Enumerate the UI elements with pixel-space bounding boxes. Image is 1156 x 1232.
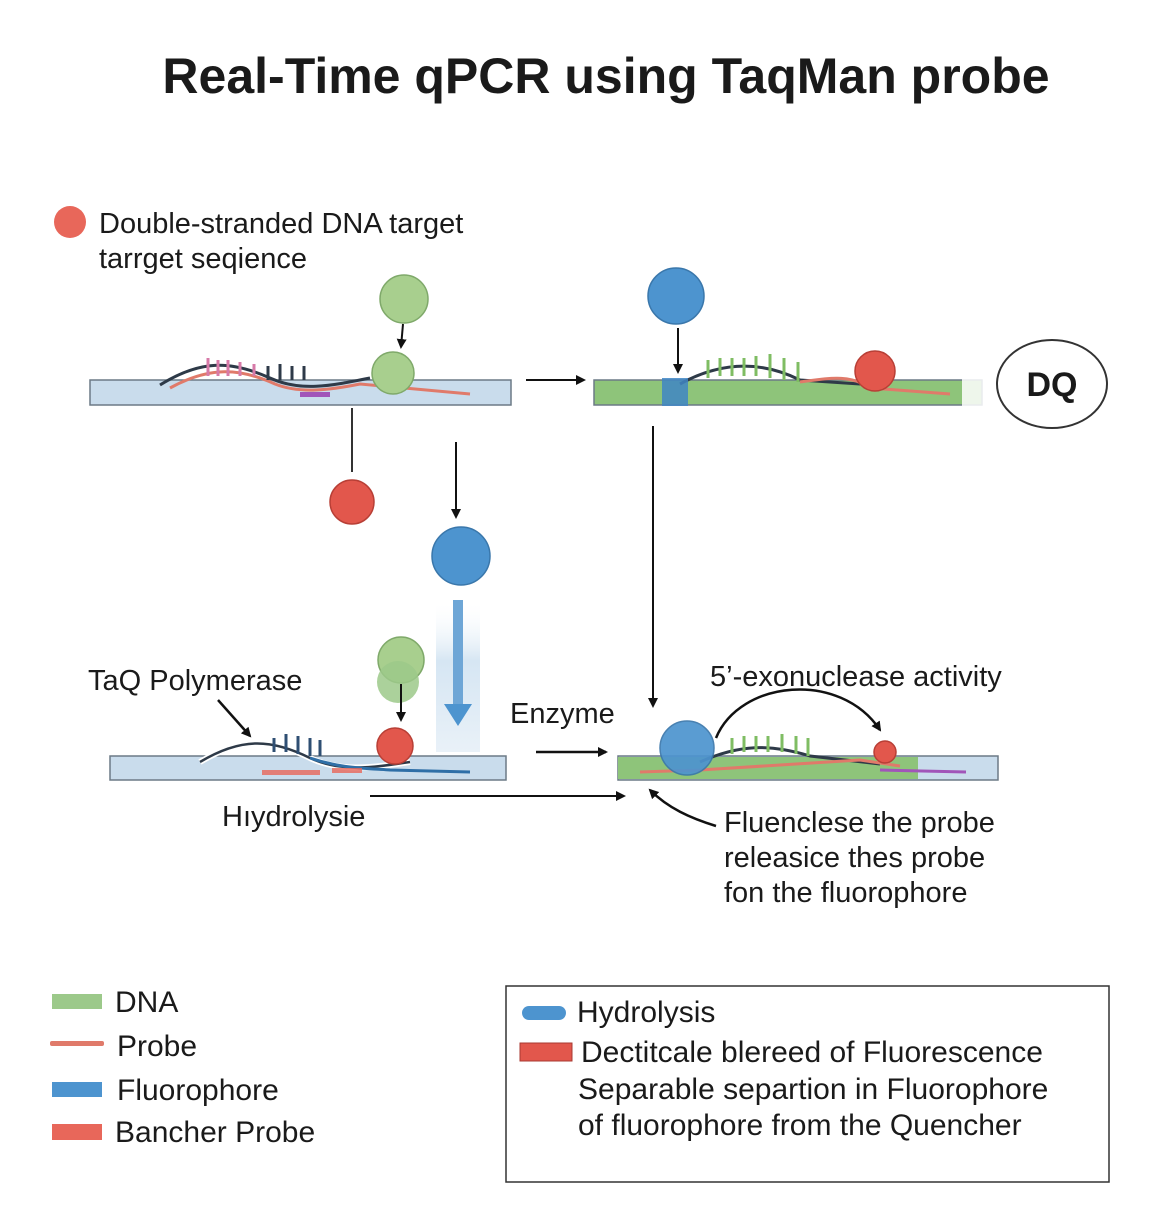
- green-ball-top: [379, 274, 429, 324]
- taq-polymerase-label: TaQ Polymerase: [88, 665, 302, 697]
- arrow-release: [648, 788, 717, 828]
- probe-strand-4: [639, 758, 901, 774]
- enzyme-label: Enzyme: [510, 698, 615, 730]
- legend-left: DNA Probe Fluorophore Bancher Probe: [50, 986, 315, 1149]
- legend-label-fluorescence: Dectitcale blereed of Fluorescence: [581, 1036, 1043, 1069]
- panel-1: [89, 274, 512, 406]
- panel-4: 5’-exonuclease activity Fluenclese the p…: [617, 661, 1002, 909]
- red-mark-3a: [262, 770, 320, 775]
- red-ball-on-strip-3: [376, 727, 414, 765]
- legend-label-dna: DNA: [115, 986, 178, 1019]
- green-ball-front: [377, 661, 419, 703]
- green-ball-on-strip: [371, 351, 415, 395]
- quencher-dot-label: [54, 206, 86, 238]
- red-mark-3b: [332, 768, 362, 773]
- strand-dark-4: [699, 746, 881, 766]
- panel-2: DQ: [593, 267, 1108, 429]
- beam-arrow-head: [444, 704, 472, 726]
- arrow-exonuclease: [714, 688, 882, 739]
- purple-mark-1: [300, 392, 330, 397]
- arrow-taq: [217, 699, 252, 738]
- blue-band-2: [662, 378, 688, 406]
- legend-swatch-fluorescence: [519, 1042, 573, 1062]
- target-label-line2: tarrget seqience: [99, 243, 307, 275]
- legend-swatch-fluorophore: [52, 1082, 102, 1097]
- probe-ticks-3: [272, 734, 322, 756]
- purple-strand-4: [879, 768, 967, 774]
- panel-3: TaQ Polymerase: [88, 636, 507, 781]
- legend-swatch-bancher-probe: [52, 1124, 102, 1140]
- exonuclease-label: 5’-exonuclease activity: [710, 661, 1002, 693]
- legend-box: Hydrolysis Dectitcale blereed of Fluores…: [505, 985, 1110, 1183]
- legend-label-bancher-probe: Bancher Probe: [115, 1116, 315, 1149]
- probe-ticks-1b: [266, 364, 306, 380]
- red-ball-middle: [329, 479, 375, 525]
- probe-strand-1: [169, 370, 471, 396]
- dq-label: DQ: [1027, 366, 1078, 404]
- release-line1: Fluenclese the probe: [724, 807, 995, 839]
- legend-swatch-hydrolysis: [522, 1006, 566, 1020]
- legend-extra-line2: of fluorophore from the Quencher: [578, 1109, 1022, 1142]
- strand-dark-3: [199, 742, 411, 769]
- hydrolysie-label: Hıydrolysie: [222, 801, 365, 833]
- page-title: Real-Time qPCR using TaqMan probe: [162, 48, 1049, 104]
- blue-ball-middle: [431, 526, 491, 586]
- dq-bubble: [996, 339, 1108, 429]
- target-label-line1: Double-stranded DNA target: [99, 208, 463, 240]
- taq-enzyme-blob: [659, 720, 715, 776]
- strand-blue-3: [309, 756, 471, 774]
- legend-box-frame: [505, 985, 1110, 1183]
- red-ball-on-strip-2: [854, 350, 896, 392]
- legend-label-fluorophore: Fluorophore: [117, 1074, 279, 1107]
- blue-ball-top: [647, 267, 705, 325]
- strand-dark-1: [159, 363, 371, 388]
- arrow-green-down: [396, 323, 407, 349]
- probe-ticks-1: [206, 358, 256, 376]
- legend-label-probe: Probe: [117, 1030, 197, 1063]
- release-line2: releasice thes probe: [724, 842, 985, 874]
- legend-swatch-probe: [50, 1041, 104, 1046]
- release-line3: fon the fluorophore: [724, 877, 967, 909]
- legend-label-hydrolysis: Hydrolysis: [577, 996, 715, 1029]
- strip-2-fade: [962, 378, 1002, 408]
- probe-ticks-2: [706, 354, 800, 382]
- red-ball-released: [873, 740, 897, 764]
- probe-ticks-4: [730, 734, 810, 756]
- legend-swatch-dna: [52, 994, 102, 1009]
- legend-extra-line1: Separable separtion in Fluorophore: [578, 1073, 1048, 1106]
